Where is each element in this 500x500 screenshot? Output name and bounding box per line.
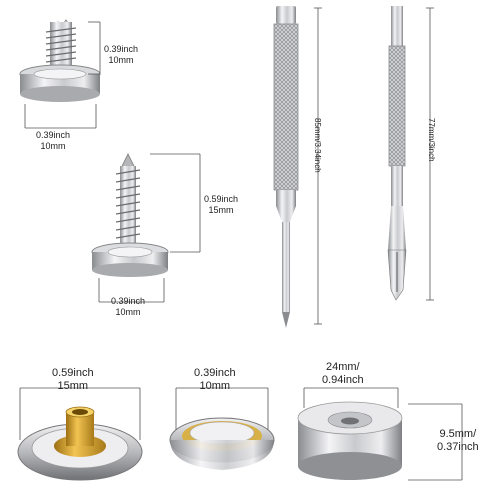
tool-2-knurled-grip (388, 45, 406, 167)
large-screw-thread (120, 166, 136, 244)
socket-width-mm: 15mm (57, 380, 89, 392)
small-screw-width-label: 0.39inch 10mm (36, 130, 70, 152)
base-width-inch: 0.94inch (322, 374, 364, 386)
small-screw-height-label: 0.39inch 10mm (104, 44, 138, 66)
tool-2-length-label: 77mm/3inch (427, 118, 436, 162)
small-screw-height-dimension (88, 21, 101, 75)
small-screw-width-mm: 10mm (40, 141, 66, 151)
socket-width-dimension (19, 387, 141, 440)
base-height-dimension (408, 403, 463, 481)
socket-width-inch: 0.59inch (52, 367, 94, 379)
small-screw-width-dimension (24, 104, 97, 129)
socket-brass-post (66, 412, 94, 446)
tool-1-knurled-grip (273, 23, 299, 191)
small-screw-height-mm: 10mm (108, 55, 134, 65)
small-screw-width-inch: 0.39inch (36, 130, 71, 140)
large-screw-height-dimension (150, 153, 201, 253)
large-screw-width-mm: 10mm (115, 307, 141, 317)
cap-width-label: 0.39inch 10mm (194, 367, 236, 393)
large-screw-height-label: 0.59inch 15mm (204, 194, 238, 216)
base-width-dimension (303, 387, 399, 408)
base-height-inch: 0.37inch (437, 441, 479, 453)
large-screw (91, 153, 169, 277)
large-screw-height-mm: 15mm (208, 205, 234, 215)
large-screw-width-label: 0.39inch 10mm (111, 296, 145, 318)
socket-part (17, 406, 143, 481)
cap-part (169, 417, 275, 470)
base-width-mm: 24mm/ (325, 361, 360, 373)
base-height-mm: 9.5mm/ (439, 428, 477, 440)
cap-width-inch: 0.39inch (194, 367, 236, 379)
cap-width-mm: 10mm (199, 380, 231, 392)
small-screw-height-inch: 0.39inch (104, 44, 139, 54)
large-screw-width-dimension (98, 278, 165, 303)
large-screw-width-inch: 0.39inch (111, 296, 146, 306)
tool-1-length-dimension (314, 7, 322, 325)
large-screw-height-inch: 0.59inch (204, 194, 239, 204)
small-screw (19, 19, 101, 102)
tool-2-length-dimension (426, 7, 434, 301)
setting-tool-2 (387, 6, 407, 301)
tool-1-shaft (282, 222, 290, 312)
tool-1-length-label: 85mm/3.34inch (313, 118, 322, 173)
base-width-label: 24mm/ 0.94inch (322, 361, 364, 387)
setting-tool-1 (273, 6, 299, 328)
base-part (297, 401, 403, 480)
cap-width-dimension (175, 387, 269, 430)
socket-width-label: 0.59inch 15mm (52, 367, 94, 393)
base-height-label: 9.5mm/ 0.37inch (437, 428, 479, 454)
